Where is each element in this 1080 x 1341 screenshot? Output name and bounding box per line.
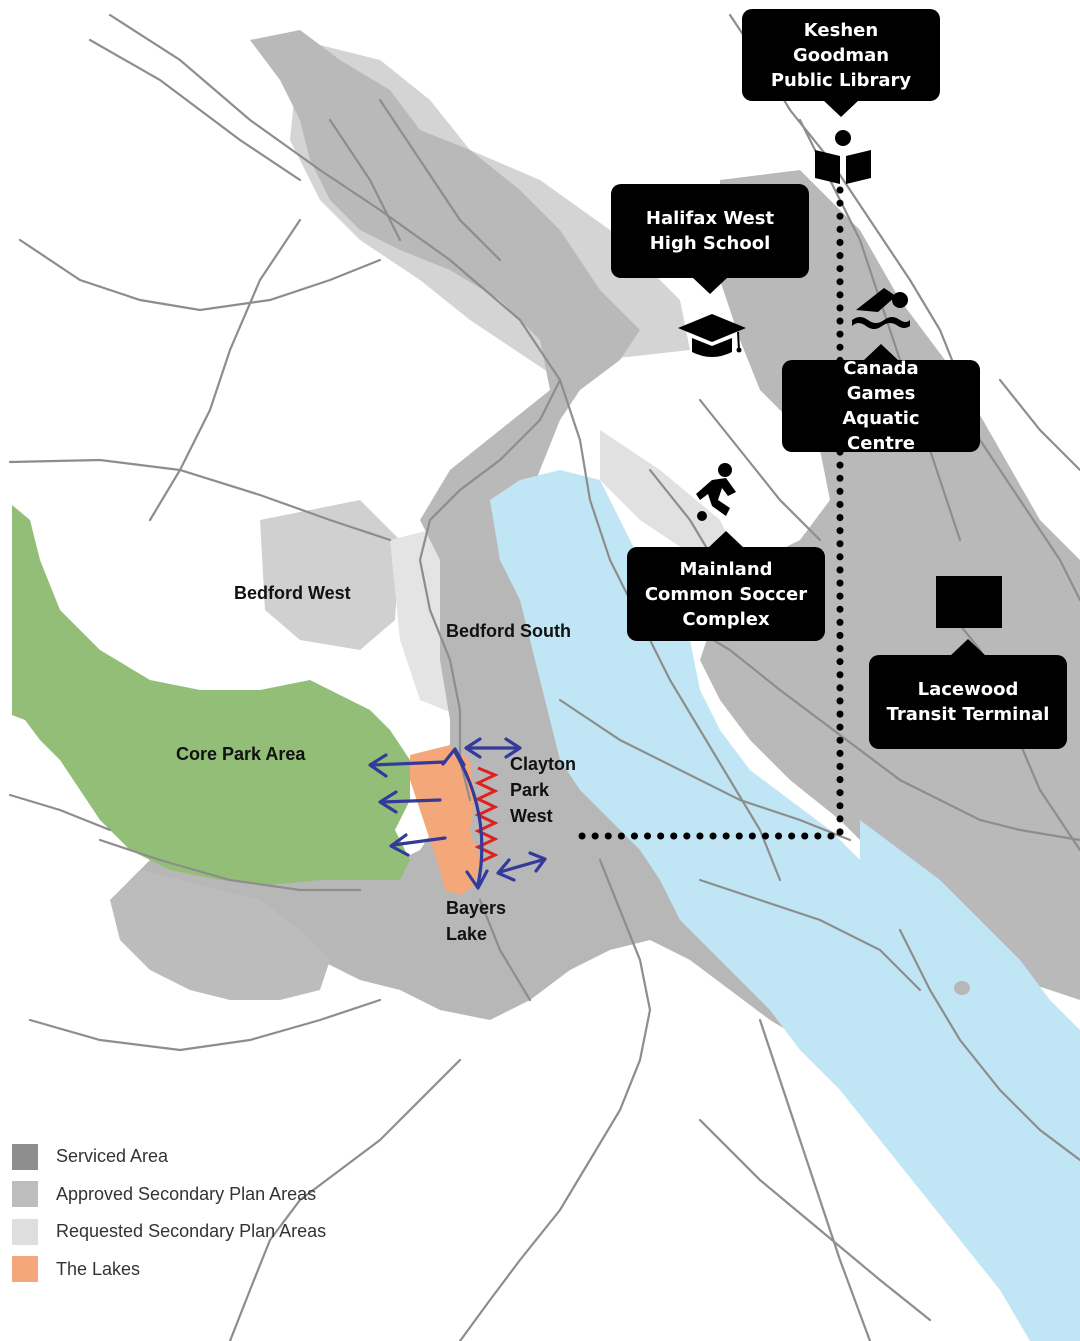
soccer-player-icon <box>696 463 736 521</box>
legend-swatch-requested <box>12 1218 38 1245</box>
label-bedford-south: Bedford South <box>446 621 571 641</box>
connection-arrows <box>368 737 547 890</box>
callout-transit-label: Lacewood Transit Terminal <box>886 679 1050 725</box>
label-bedford-west: Bedford West <box>234 583 351 603</box>
legend-item-approved: Approved Secondary Plan Areas <box>12 1176 326 1214</box>
label-bayers-lake: Bayers Lake <box>446 898 507 944</box>
legend-swatch-serviced <box>12 1143 38 1170</box>
bedford-basin-water <box>490 470 1080 1341</box>
core-park-area <box>12 505 410 885</box>
bus-terminal-icon <box>936 576 1002 628</box>
serviced-area-southwest <box>110 870 330 1000</box>
callout-school: Halifax West High School <box>611 184 809 294</box>
label-core-park-area: Core Park Area <box>176 744 306 764</box>
legend-item-lakes: The Lakes <box>12 1251 326 1289</box>
callout-transit: Lacewood Transit Terminal <box>869 639 1067 749</box>
callout-soccer: Mainland Common Soccer Complex <box>627 531 825 641</box>
legend-item-serviced: Serviced Area <box>12 1138 326 1176</box>
legend-label-serviced: Serviced Area <box>56 1146 169 1167</box>
the-lakes-area <box>410 745 480 895</box>
halifax-harbour-water <box>860 820 1080 1200</box>
label-clayton-park-west: Clayton Park West <box>510 754 577 826</box>
swimmer-icon <box>852 288 910 329</box>
legend-label-lakes: The Lakes <box>56 1258 141 1279</box>
book-reader-icon <box>815 130 871 184</box>
legend-label-approved: Approved Secondary Plan Areas <box>56 1183 317 1204</box>
legend-label-requested: Requested Secondary Plan Areas <box>56 1221 327 1242</box>
callout-aquatic-label: Canada Games Aquatic Centre <box>842 358 920 454</box>
callout-aquatic: Canada Games Aquatic Centre <box>782 344 980 454</box>
legend-item-requested: Requested Secondary Plan Areas <box>12 1213 326 1251</box>
legend-swatch-lakes <box>12 1256 38 1283</box>
callout-library-label: Keshen Goodman Public Library <box>770 19 912 91</box>
callout-soccer-label: Mainland Common Soccer Complex <box>644 558 808 630</box>
callout-school-label: Halifax West High School <box>645 208 775 254</box>
map-legend: Serviced Area Approved Secondary Plan Ar… <box>12 1138 326 1288</box>
dotted-connector-path <box>568 186 844 840</box>
graduation-cap-icon <box>678 314 746 357</box>
legend-swatch-approved <box>12 1181 38 1208</box>
small-island <box>954 981 970 995</box>
serviced-area-north <box>250 30 640 580</box>
callout-library: Keshen Goodman Public Library <box>742 9 940 117</box>
approved-area-bedford-west <box>260 500 400 650</box>
